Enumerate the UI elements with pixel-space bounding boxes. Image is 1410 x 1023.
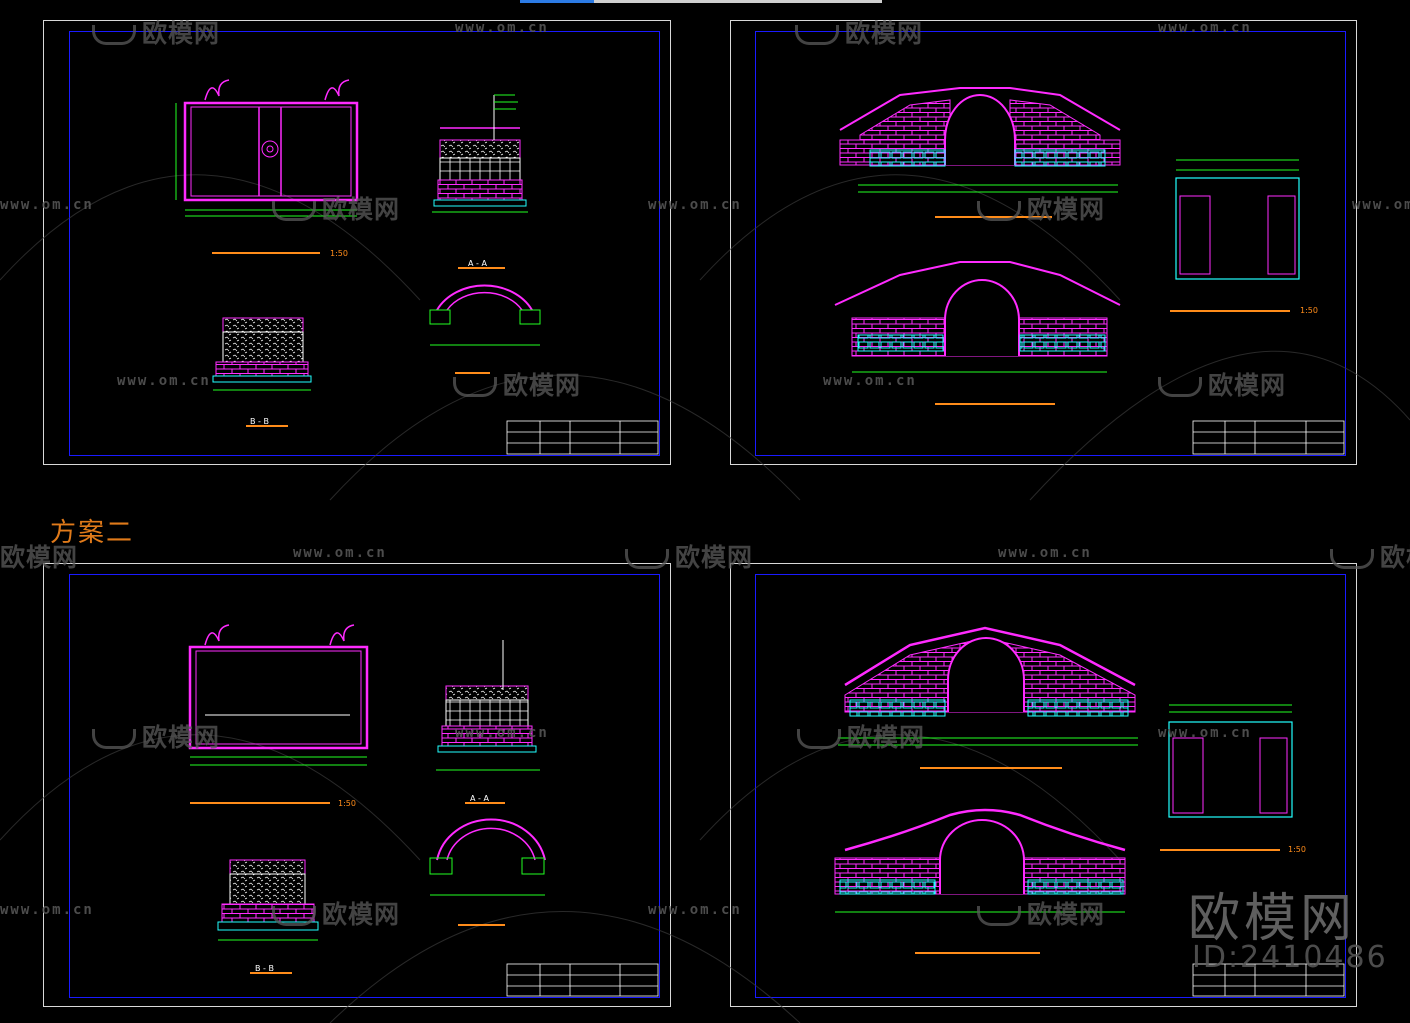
sheet-4-scale: 1:50 <box>1288 845 1306 854</box>
watermark-text: 欧模网 <box>1208 371 1287 400</box>
watermark-text: 欧模网 <box>1380 543 1410 572</box>
watermark-url: www.om.cn <box>823 373 917 389</box>
corner-brand-logo: 欧模网 <box>1188 889 1357 949</box>
sheet-3-arch-detail <box>429 818 546 926</box>
sheet-1-section-b <box>212 317 312 427</box>
watermark-logo: 欧模网 <box>272 895 400 931</box>
watermark-url: www.om.cn <box>0 902 94 918</box>
sheet-3-section-b-label: B - B <box>255 964 274 973</box>
sheet-4-title-block <box>1192 963 1345 997</box>
sheet-2-section <box>834 261 1121 405</box>
inner-frame-4 <box>755 574 1346 998</box>
viewer-scrollbar[interactable] <box>520 0 882 3</box>
watermark-url: www.om.cn <box>1158 20 1252 36</box>
model-id-label: ID:2410486 <box>1192 940 1388 975</box>
watermark-url: www.om.cn <box>998 545 1092 561</box>
sheet-3-section-a <box>436 640 540 804</box>
drawing-sheet-4 <box>730 563 1357 1007</box>
drawing-sheet-3 <box>43 563 671 1007</box>
sheet-1-section-a-label: A - A <box>468 259 487 268</box>
watermark-text: 欧模网 <box>142 19 221 48</box>
watermark-logo: 欧模网 <box>92 14 220 50</box>
watermark-logo: 欧模网 <box>453 366 581 402</box>
sheet-4-pier-plan <box>1160 704 1293 851</box>
sheet-2-elevation <box>839 87 1121 218</box>
watermark-text: 欧模网 <box>845 19 924 48</box>
watermark-logo: 欧模网 <box>92 718 220 754</box>
sofa-logo-icon <box>1330 549 1374 569</box>
watermark-text: 欧模网 <box>1027 900 1106 929</box>
watermark-text: 欧模网 <box>322 900 401 929</box>
watermark-url: www.om.cn <box>0 197 94 213</box>
sofa-logo-icon <box>272 201 316 221</box>
watermark-arcs <box>0 174 1410 1023</box>
watermark-url: www.om.cn <box>1352 197 1410 213</box>
sheet-1-section-b-label: B - B <box>250 417 269 426</box>
watermark-url: www.om.cn <box>455 725 549 741</box>
sheet-2-pier-plan <box>1170 159 1300 312</box>
watermark-logo: 欧模网 <box>1330 538 1410 574</box>
inner-frame-2 <box>755 31 1346 456</box>
plan-label: 方案二 <box>50 518 135 548</box>
watermark-url: www.om.cn <box>648 902 742 918</box>
sofa-logo-icon <box>272 906 316 926</box>
sheet-3-plan-view <box>188 624 369 804</box>
watermark-text: 欧模网 <box>0 543 79 572</box>
watermark-text: 欧模网 <box>675 543 754 572</box>
sheet-1-scale: 1:50 <box>330 249 348 258</box>
watermark-logo: 欧模网 <box>977 190 1105 226</box>
sheet-2-scale: 1:50 <box>1300 306 1318 315</box>
sheet-1-title-block <box>506 420 659 455</box>
sofa-logo-icon <box>92 729 136 749</box>
drawing-sheet-1 <box>43 20 671 465</box>
sheet-3-title-block <box>506 963 659 997</box>
sofa-logo-icon <box>453 377 497 397</box>
inner-frame-1 <box>69 31 660 456</box>
watermark-text: 欧模网 <box>322 195 401 224</box>
watermark-logo: 欧模网 <box>977 895 1105 931</box>
sheet-2-title-block <box>1192 420 1345 455</box>
sofa-logo-icon <box>977 906 1021 926</box>
watermark-logo: 欧模网 <box>1158 366 1286 402</box>
sheet-3-section-a-label: A - A <box>470 794 489 803</box>
sofa-logo-icon <box>1158 377 1202 397</box>
sofa-logo-icon <box>977 201 1021 221</box>
scrollbar-thumb[interactable] <box>520 0 594 3</box>
watermark-url: www.om.cn <box>648 197 742 213</box>
drawing-sheet-2 <box>730 20 1357 465</box>
sheet-3-section-b <box>217 859 319 974</box>
sheet-4-elevation <box>838 626 1138 769</box>
sheet-1-arch-detail <box>429 284 541 374</box>
watermark-text: 欧模网 <box>1027 195 1106 224</box>
watermark-text: 欧模网 <box>503 371 582 400</box>
inner-frame-3 <box>69 574 660 998</box>
watermark-logo: 欧模网 <box>0 538 78 574</box>
watermark-logo: 欧模网 <box>795 14 923 50</box>
watermark-text: 欧模网 <box>847 723 926 752</box>
watermark-text: 欧模网 <box>142 723 221 752</box>
sheet-1-plan-view <box>175 79 359 254</box>
sheet-3-scale: 1:50 <box>338 799 356 808</box>
sofa-logo-icon <box>625 549 669 569</box>
watermark-url: www.om.cn <box>455 20 549 36</box>
watermark-url: www.om.cn <box>1158 725 1252 741</box>
sofa-logo-icon <box>92 25 136 45</box>
sheet-4-section <box>834 808 1126 954</box>
watermark-logo: 欧模网 <box>625 538 753 574</box>
sofa-logo-icon <box>795 25 839 45</box>
sofa-logo-icon <box>797 729 841 749</box>
watermark-url: www.om.cn <box>293 545 387 561</box>
sheet-1-section-a <box>432 94 528 269</box>
watermark-logo: 欧模网 <box>272 190 400 226</box>
watermark-logo: 欧模网 <box>797 718 925 754</box>
watermark-url: www.om.cn <box>117 373 211 389</box>
